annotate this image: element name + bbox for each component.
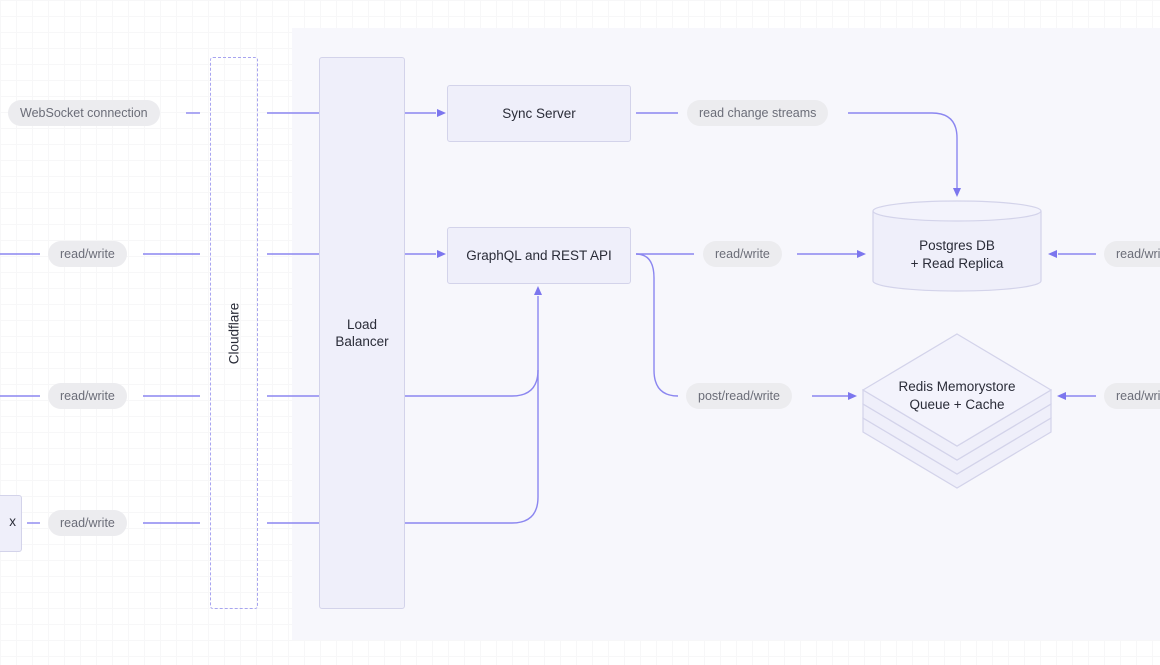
- client-node-partial[interactable]: x: [0, 495, 22, 552]
- edge-lb-api-merge-1: [404, 296, 539, 397]
- redis-label-line2: Queue + Cache: [909, 397, 1005, 412]
- api-node[interactable]: GraphQL and REST API: [447, 227, 631, 284]
- cloudflare-label: Cloudflare: [226, 302, 242, 364]
- postgres-node[interactable]: Postgres DB + Read Replica: [876, 237, 1038, 273]
- arrow-rw-db: [857, 250, 866, 258]
- load-balancer-label-line1: Load: [346, 317, 378, 332]
- edge-lb-api-merge-2: [404, 370, 539, 524]
- sync-server-node[interactable]: Sync Server: [447, 85, 631, 142]
- arrow-streams-db: [953, 188, 961, 197]
- arrow-right-db: [1048, 250, 1057, 258]
- edge-label-client-rw-3: read/write: [48, 510, 127, 536]
- edge-label-api-db-rw: read/write: [703, 241, 782, 267]
- redis-stack-shape: [861, 333, 1053, 489]
- postgres-cylinder-shape: [872, 200, 1042, 292]
- edge-api-redis: [635, 253, 679, 397]
- client-node-partial-label: x: [9, 514, 16, 529]
- redis-label-line1: Redis Memorystore: [898, 379, 1016, 394]
- api-label: GraphQL and REST API: [466, 248, 612, 263]
- backend-region: [292, 28, 1160, 640]
- arrow-right-redis: [1057, 392, 1066, 400]
- edge-label-read-change-streams: read change streams: [687, 100, 829, 126]
- postgres-label-line2: + Read Replica: [910, 256, 1004, 271]
- edge-streams-db: [848, 112, 958, 188]
- sync-server-label: Sync Server: [502, 106, 576, 121]
- load-balancer-label: Load Balancer: [335, 316, 388, 350]
- arrow-merge-api: [534, 286, 542, 295]
- arrow-lb-api: [437, 250, 446, 258]
- redis-node[interactable]: Redis Memorystore Queue + Cache: [872, 378, 1042, 414]
- cloudflare-node[interactable]: Cloudflare: [210, 57, 258, 609]
- load-balancer-label-line2: Balancer: [335, 334, 389, 349]
- edge-label-api-redis: post/read/write: [686, 383, 792, 409]
- load-balancer-node[interactable]: Load Balancer: [319, 57, 405, 609]
- edge-label-client-rw-2: read/write: [48, 383, 127, 409]
- edge-label-client-rw-1: read/write: [48, 241, 127, 267]
- edge-label-redis-right-rw: read/wri: [1104, 383, 1160, 409]
- edge-label-db-right-rw: read/wri: [1104, 241, 1160, 267]
- arrow-post-redis: [848, 392, 857, 400]
- arrow-lb-sync: [437, 109, 446, 117]
- edge-label-websocket: WebSocket connection: [8, 100, 160, 126]
- postgres-label-line1: Postgres DB: [919, 238, 995, 253]
